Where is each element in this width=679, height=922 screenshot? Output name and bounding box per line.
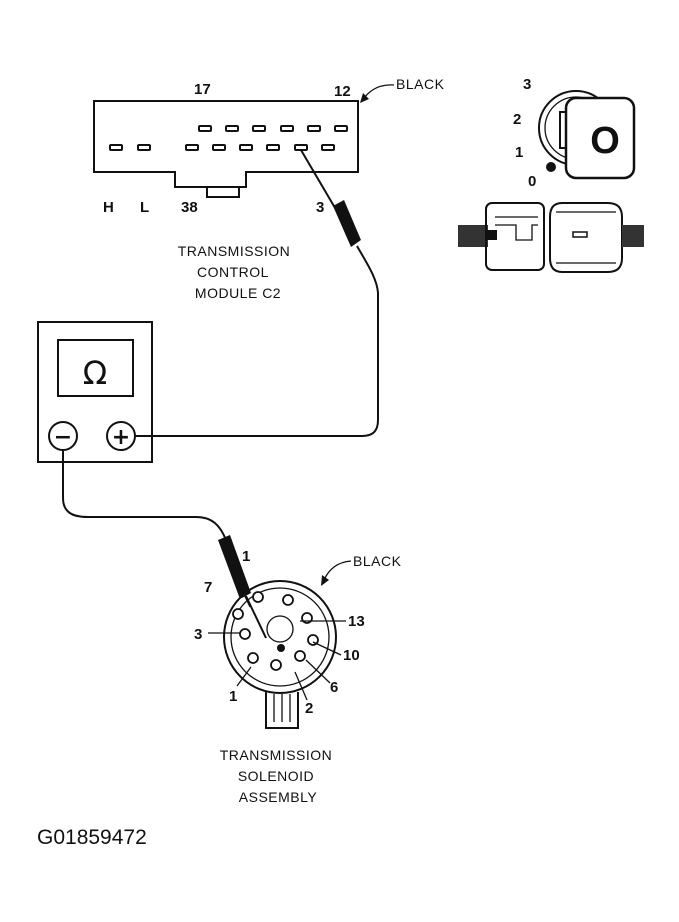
tcm-caption-line-3: MODULE C2 (195, 285, 281, 301)
solenoid-caption-line-2: SOLENOID (238, 768, 314, 784)
solenoid-connector: BLACK 1 7 3 13 10 6 2 1 (194, 548, 402, 729)
solenoid-pin-label-2: 2 (305, 700, 313, 717)
ohmmeter-positive-terminal: + (112, 425, 130, 450)
ignition-pos-2: 2 (513, 111, 521, 128)
solenoid-caption-line-1: TRANSMISSION (220, 747, 333, 763)
solenoid-caption-line-3: ASSEMBLY (239, 789, 318, 805)
tcm-caption-line-2: CONTROL (197, 264, 269, 280)
solenoid-color-label: BLACK (353, 553, 402, 569)
tcm-pin-label-17: 17 (194, 81, 211, 98)
tcm-caption-line-1: TRANSMISSION (178, 243, 291, 259)
tcm-color-label: BLACK (396, 76, 445, 92)
solenoid-pin-label-1-bottom: 1 (229, 688, 237, 705)
solenoid-pin-label-3: 3 (194, 626, 202, 643)
tcm-pin-row-lower (109, 144, 335, 151)
ignition-key-head (564, 96, 636, 180)
tcm-pin-label-3: 3 (316, 199, 324, 216)
solenoid-pin-label-6: 6 (330, 679, 338, 696)
ohmmeter-negative-terminal: − (54, 425, 72, 450)
ignition-key-letter: O (590, 120, 620, 162)
solenoid-pin-label-7: 7 (204, 579, 212, 596)
tcm-test-probe (134, 149, 379, 437)
tcm-pin-row-upper (198, 125, 348, 132)
solenoid-pin-label-1-top: 1 (242, 548, 250, 565)
ignition-pos-3: 3 (523, 76, 531, 93)
solenoid-pin-label-10: 10 (343, 647, 360, 664)
tcm-pin-label-h: H (103, 199, 114, 216)
tcm-pin-label-12: 12 (334, 83, 351, 100)
negative-test-lead (62, 450, 267, 639)
tcm-caption: TRANSMISSION CONTROL MODULE C2 (178, 243, 291, 301)
ohm-symbol: Ω (83, 354, 107, 392)
figure-id: G01859472 (37, 826, 147, 849)
solenoid-pin-holes (232, 591, 319, 671)
tcm-pin-label-38: 38 (181, 199, 198, 216)
tcm-pin-label-l: L (140, 199, 149, 216)
ohmmeter: Ω − + (37, 321, 153, 463)
ignition-pos-1: 1 (515, 144, 523, 161)
solenoid-pin-label-13: 13 (348, 613, 365, 630)
solenoid-caption: TRANSMISSION SOLENOID ASSEMBLY (220, 747, 333, 805)
tcm-connector: 17 12 BLACK H L 38 3 (93, 76, 445, 216)
ignition-switch: 3 2 1 0 O (513, 76, 636, 190)
inline-connector (458, 202, 644, 273)
ignition-pos-0: 0 (528, 173, 536, 190)
